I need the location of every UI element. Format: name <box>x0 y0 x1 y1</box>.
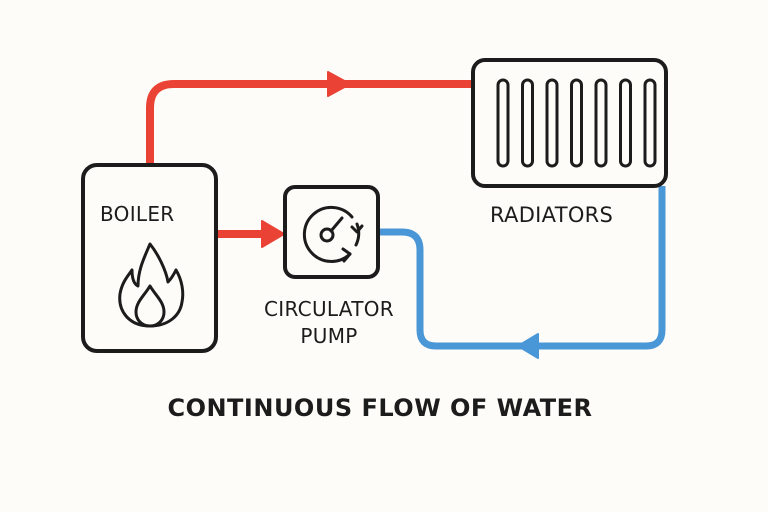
return-pipe <box>378 186 666 350</box>
radiator-fin <box>594 78 608 168</box>
pump-label-line1: CIRCULATOR <box>264 297 394 321</box>
radiators-label: RADIATORS <box>490 203 614 227</box>
radiator-fin <box>545 78 559 168</box>
hot-supply-pipe <box>146 80 474 166</box>
boiler-box <box>81 163 218 353</box>
radiator-fin <box>619 78 632 168</box>
boiler-label: BOILER <box>100 202 175 226</box>
pump-label-line2: PUMP <box>300 324 358 348</box>
radiator-fin <box>643 78 657 168</box>
radiator-fin <box>496 78 510 168</box>
return-arrowhead <box>517 333 539 359</box>
radiator-fin <box>570 78 583 168</box>
boiler-to-pump-arrowhead <box>261 220 285 248</box>
pump-label: CIRCULATOR PUMP <box>246 296 412 350</box>
hot-supply-arrowhead <box>327 71 351 97</box>
gauge-rotation-icon <box>302 206 364 263</box>
radiator-fins-icon <box>496 78 657 168</box>
diagram-caption: CONTINUOUS FLOW OF WATER <box>167 394 593 422</box>
radiator-fin <box>521 78 534 168</box>
flame-icon <box>118 242 185 328</box>
